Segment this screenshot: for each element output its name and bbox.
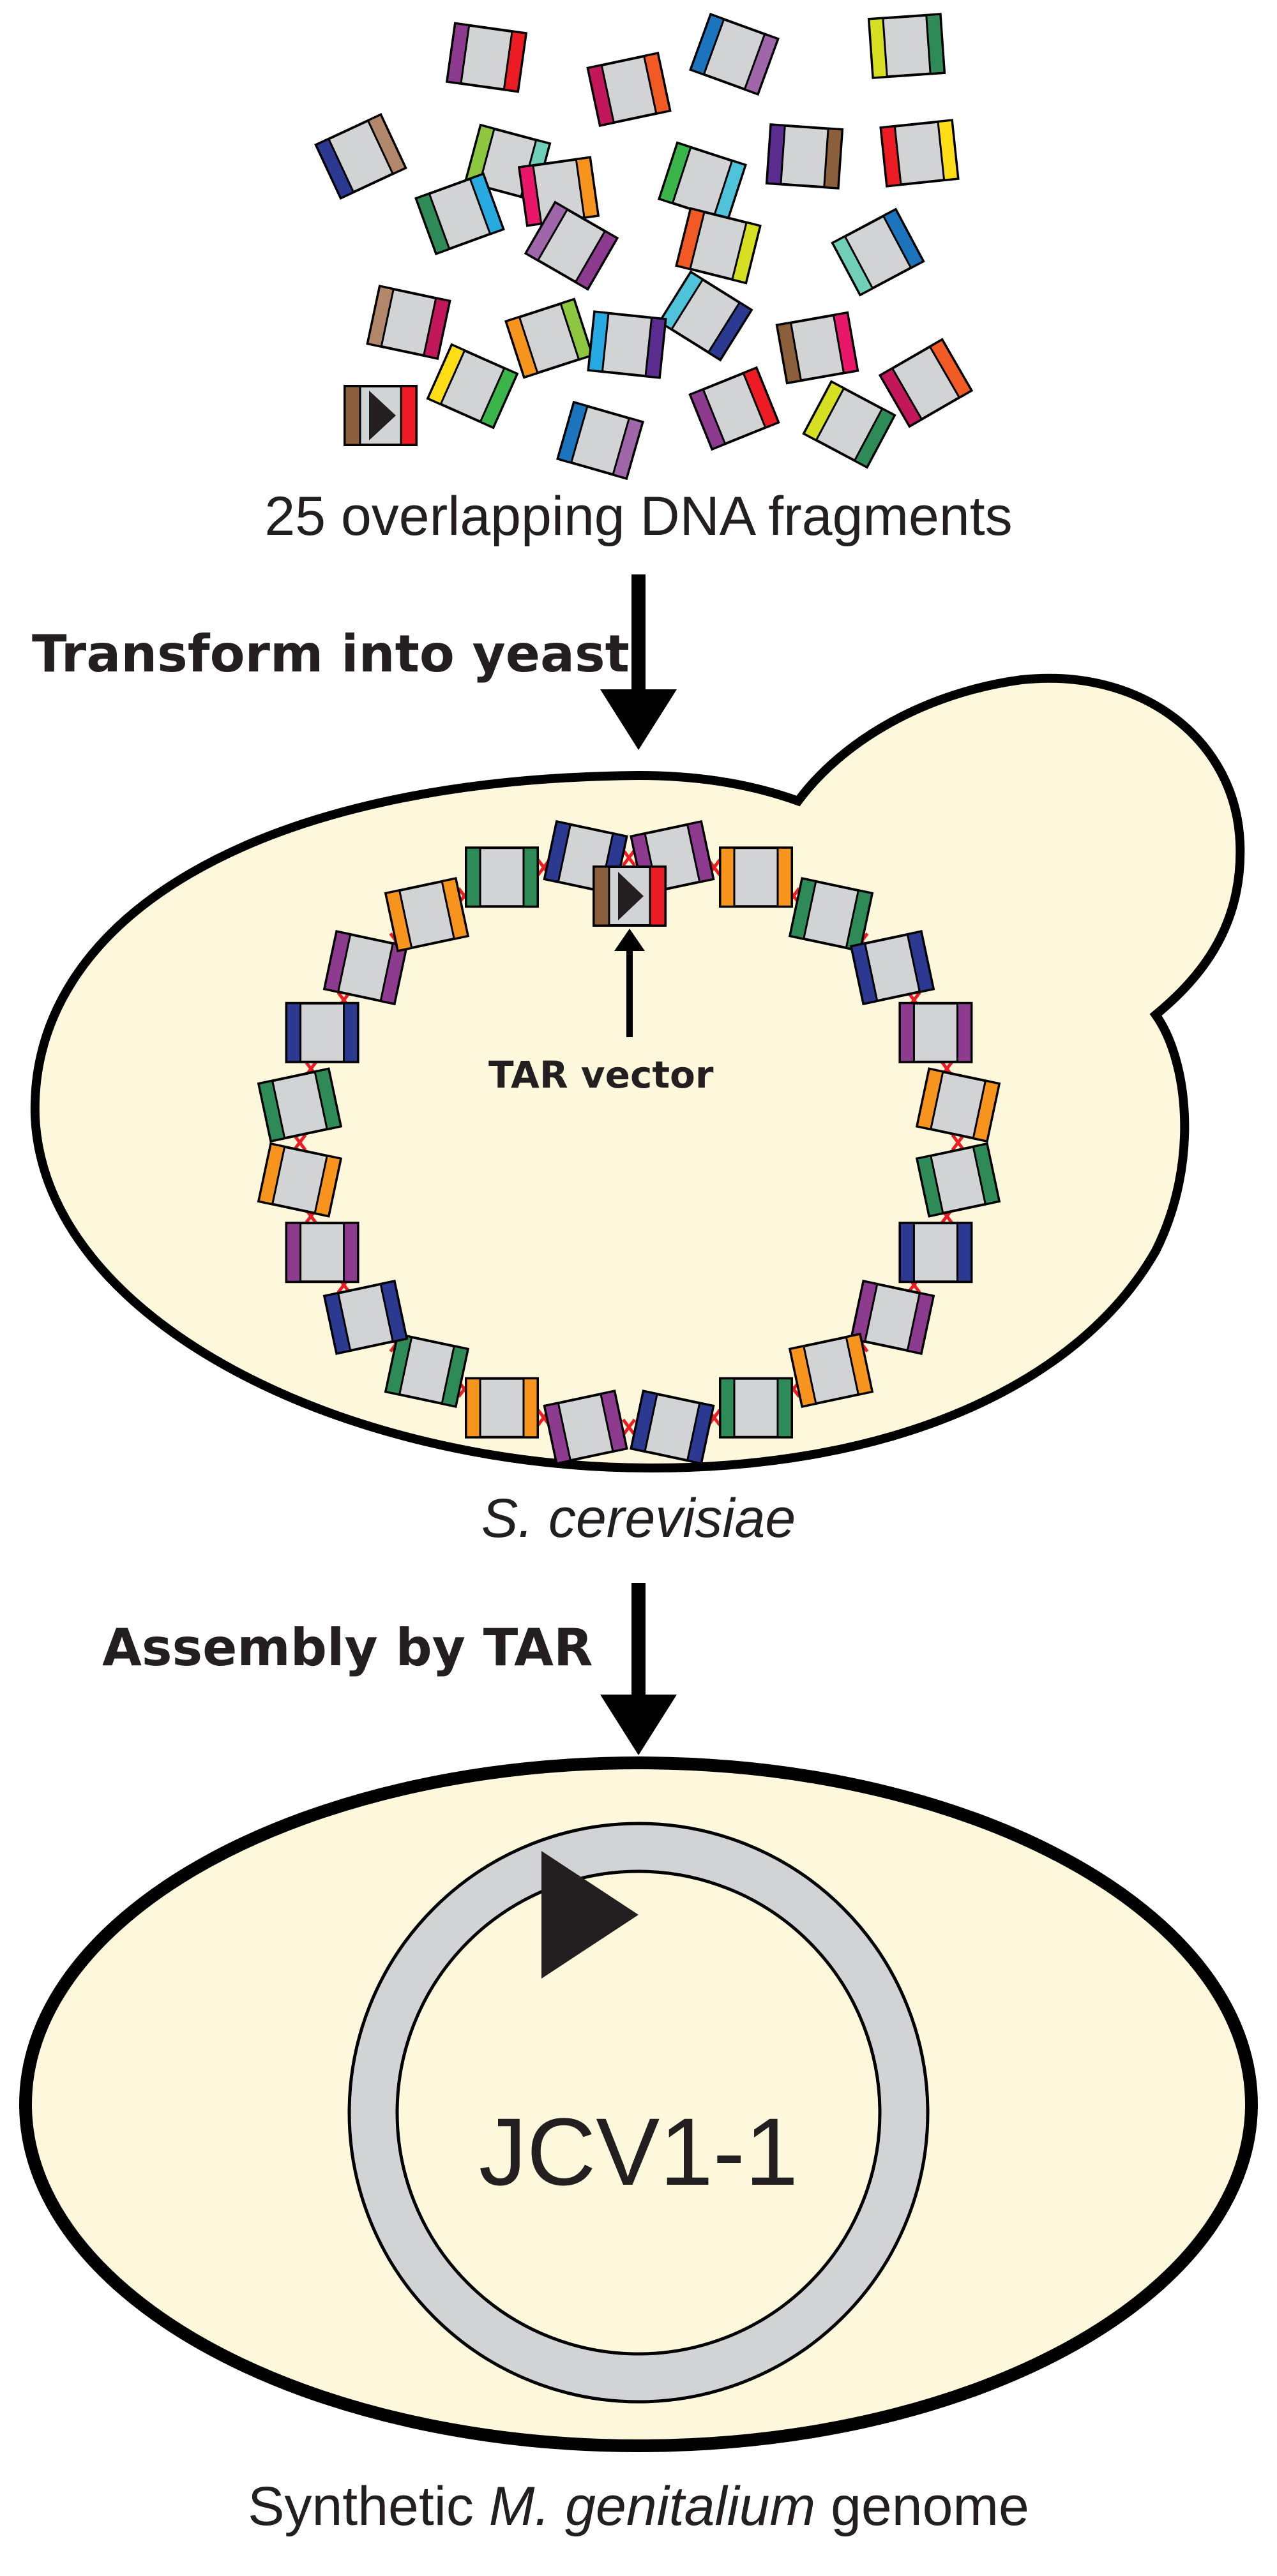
dna-fragment	[504, 297, 594, 379]
down-arrow-2	[600, 1583, 677, 1755]
dna-fragment	[775, 311, 859, 385]
junction-marker	[622, 1418, 636, 1436]
down-arrow-1	[600, 574, 677, 750]
host-caption: S. cerevisiae	[481, 1488, 796, 1549]
dna-fragment	[586, 51, 672, 128]
fragments-caption: 25 overlapping DNA fragments	[264, 486, 1013, 547]
ring-fragment	[322, 1279, 409, 1355]
ring-fragment	[898, 1222, 973, 1284]
dna-fragment	[688, 366, 780, 451]
fragment-ring	[257, 820, 1001, 1465]
dna-fragment	[517, 156, 600, 227]
ring-fragment	[465, 1377, 540, 1439]
ring-fragment	[849, 1279, 935, 1355]
dna-fragment	[314, 112, 407, 200]
dna-fragment	[587, 310, 667, 379]
ring-fragment	[849, 930, 935, 1006]
ring-fragment	[285, 1001, 359, 1063]
transform-step-label: Transform into yeast	[32, 624, 630, 684]
dna-fragment	[675, 207, 762, 285]
dna-fragment	[867, 13, 946, 79]
junction-marker	[622, 849, 636, 867]
dna-fragment	[445, 22, 528, 93]
ring-fragment	[630, 1389, 715, 1465]
ring-fragment	[465, 846, 540, 908]
dna-fragment	[878, 338, 974, 428]
ring-fragment	[718, 846, 793, 908]
scattered-dna-fragments	[314, 13, 974, 481]
ring-fragment	[898, 1001, 973, 1063]
dna-fragment	[414, 172, 505, 255]
caption-suffix: genome	[815, 2476, 1029, 2537]
dna-fragment	[831, 207, 925, 297]
dna-fragment	[658, 270, 753, 362]
dna-fragment	[689, 13, 780, 96]
dna-fragment	[802, 380, 896, 469]
ring-fragment	[322, 930, 409, 1006]
dna-fragment	[366, 284, 451, 361]
ring-fragment	[384, 876, 470, 953]
tar-vector-label: TAR vector	[488, 1053, 714, 1097]
ring-fragment	[788, 1332, 874, 1409]
genome-orientation-arrow	[541, 1851, 638, 1979]
ring-fragment	[285, 1222, 359, 1284]
ring-fragment	[915, 1142, 1001, 1218]
genome-name: JCV1-1	[478, 2098, 799, 2205]
ring-fragment	[718, 1377, 793, 1439]
caption-species: M. genitalium	[488, 2476, 816, 2537]
dna-fragment	[556, 400, 644, 481]
ring-fragment	[257, 1067, 343, 1143]
vector-fragment	[344, 385, 418, 446]
ring-fragment	[543, 1389, 628, 1465]
dna-fragment	[765, 123, 844, 190]
dna-fragment	[879, 119, 960, 188]
tar-vector-fragment	[593, 865, 667, 927]
dna-fragment	[426, 343, 519, 430]
ring-fragment	[257, 1142, 343, 1218]
tar-vector-arrow	[614, 929, 645, 1037]
dna-fragment	[524, 200, 619, 291]
genome-ring-inner	[395, 1869, 882, 2356]
genome-caption: Synthetic M. genitalium genome	[0, 2475, 1277, 2538]
ring-fragment	[788, 876, 874, 953]
assembly-step-label: Assembly by TAR	[102, 1618, 593, 1677]
ring-fragment	[915, 1067, 1001, 1143]
junction-marker	[292, 1134, 307, 1151]
ring-fragment	[384, 1332, 470, 1409]
caption-prefix: Synthetic	[248, 2476, 489, 2537]
junction-marker	[951, 1134, 965, 1151]
dna-fragment	[658, 141, 747, 223]
